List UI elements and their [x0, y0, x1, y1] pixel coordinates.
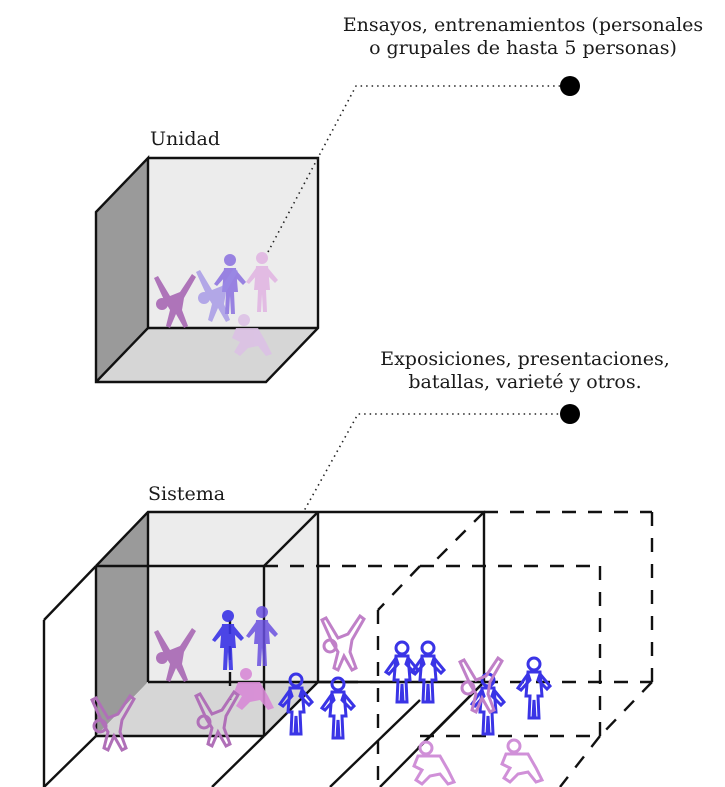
system-dancer-outline-11	[414, 742, 454, 784]
system-dancer-outline-5	[322, 616, 364, 670]
system-dancer-outline-7	[412, 642, 444, 702]
unit-leader-dot	[560, 76, 580, 96]
system-dancer-outline-4	[322, 678, 354, 738]
system-dancer-outline-12	[502, 740, 542, 782]
system-group	[44, 512, 652, 787]
unit-box	[96, 158, 318, 382]
system-leader-dot	[560, 404, 580, 424]
system-dancer-outline-9	[518, 658, 550, 718]
